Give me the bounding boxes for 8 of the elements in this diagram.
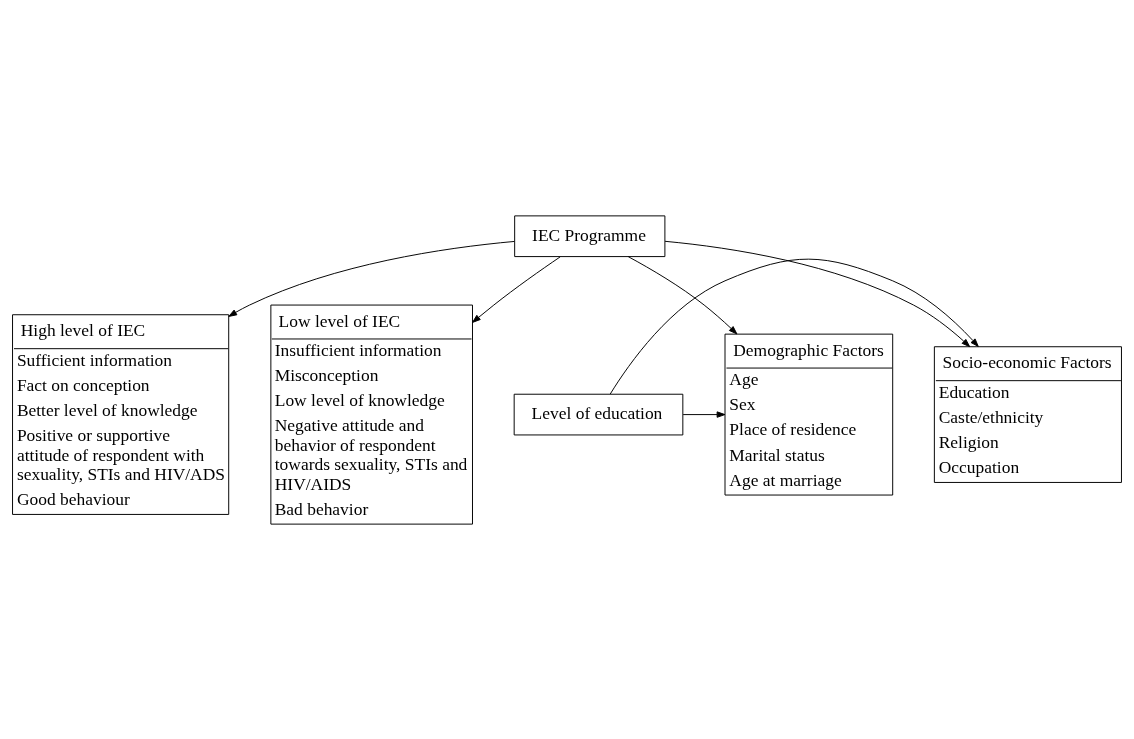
- arrow: [609, 258, 979, 395]
- arrow: [682, 410, 726, 418]
- arrow: [664, 240, 971, 347]
- node-box: Level of education: [513, 393, 684, 435]
- node-box: IEC Programme: [514, 214, 666, 257]
- arrow: [627, 255, 738, 334]
- arrow: [472, 255, 561, 323]
- arrow: [228, 240, 515, 317]
